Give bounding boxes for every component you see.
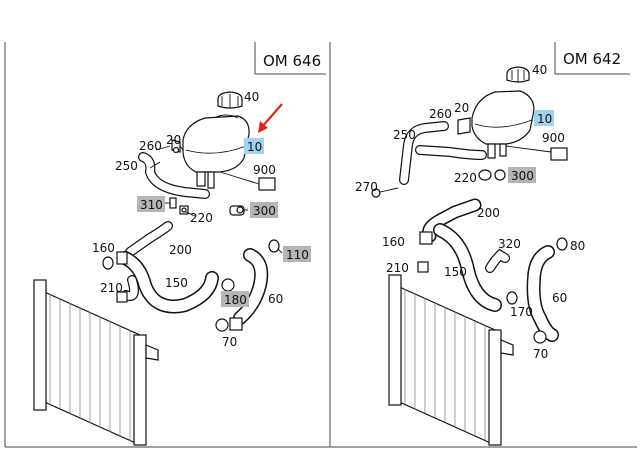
highlight-arrow bbox=[258, 103, 283, 133]
left-engine-label: OM 646 bbox=[263, 52, 321, 70]
right-label-150: 150 bbox=[444, 265, 467, 279]
left-label-200: 200 bbox=[169, 243, 192, 257]
left-part-210-clamp[interactable] bbox=[116, 291, 128, 303]
left-part-150-hose[interactable] bbox=[118, 251, 219, 314]
left-label-40: 40 bbox=[244, 90, 259, 104]
left-callout-10[interactable]: 10 bbox=[244, 138, 264, 154]
right-label-900: 900 bbox=[542, 131, 565, 145]
left-label-60: 60 bbox=[268, 292, 283, 306]
svg-text:10: 10 bbox=[537, 112, 552, 126]
left-label-250: 250 bbox=[115, 159, 138, 173]
right-label-70: 70 bbox=[533, 347, 548, 361]
svg-text:180: 180 bbox=[224, 293, 247, 307]
right-part-220-clip[interactable] bbox=[478, 169, 492, 181]
right-part-250-hose[interactable] bbox=[399, 121, 487, 185]
right-label-60: 60 bbox=[552, 291, 567, 305]
left-callout-180[interactable]: 180 bbox=[221, 291, 249, 307]
left-part-310-bolt[interactable] bbox=[169, 197, 177, 209]
right-part-170-clamp[interactable] bbox=[506, 291, 518, 305]
right-part-70-clamp[interactable] bbox=[533, 330, 547, 344]
left-part-250-hose[interactable] bbox=[138, 152, 210, 199]
right-label-160: 160 bbox=[382, 235, 405, 249]
left-label-160: 160 bbox=[92, 241, 115, 255]
left-callout-300[interactable]: 300 bbox=[250, 202, 278, 218]
left-label-220: 220 bbox=[190, 211, 213, 225]
right-label-200: 200 bbox=[477, 206, 500, 220]
left-label-150: 150 bbox=[165, 276, 188, 290]
right-label-170: 170 bbox=[510, 305, 533, 319]
left-part-10-expansion-tank[interactable] bbox=[171, 114, 250, 189]
right-label-250: 250 bbox=[393, 128, 416, 142]
left-part-70-clamp[interactable] bbox=[215, 317, 243, 332]
svg-text:300: 300 bbox=[253, 204, 276, 218]
right-engine-label-box: OM 642 bbox=[554, 42, 630, 75]
left-label-260: 260 bbox=[139, 139, 162, 153]
right-callout-300[interactable]: 300 bbox=[508, 167, 536, 183]
right-part-270-clip[interactable] bbox=[371, 187, 399, 198]
left-part-220-clip[interactable] bbox=[179, 205, 189, 215]
left-part-900-sensor[interactable] bbox=[219, 171, 276, 191]
left-callout-310[interactable]: 310 bbox=[137, 196, 165, 212]
left-part-180-clamp[interactable] bbox=[221, 278, 235, 292]
right-part-320-pipe[interactable] bbox=[485, 248, 510, 273]
right-callout-10[interactable]: 10 bbox=[534, 110, 554, 126]
left-part-200-hose[interactable] bbox=[125, 221, 173, 257]
left-label-210: 210 bbox=[100, 281, 123, 295]
right-label-320: 320 bbox=[498, 237, 521, 251]
left-part-110-clamp[interactable] bbox=[268, 239, 280, 253]
right-label-80: 80 bbox=[570, 239, 585, 253]
right-part-80-clamp[interactable] bbox=[556, 237, 568, 251]
right-label-20: 20 bbox=[454, 101, 469, 115]
left-radiator bbox=[33, 279, 159, 446]
svg-text:110: 110 bbox=[286, 248, 309, 262]
right-part-300-grommet[interactable] bbox=[494, 169, 506, 181]
right-part-210-clamp[interactable] bbox=[417, 261, 429, 273]
right-label-40: 40 bbox=[532, 63, 547, 77]
left-label-20: 20 bbox=[166, 133, 181, 147]
svg-text:10: 10 bbox=[247, 140, 262, 154]
left-part-60-hose[interactable] bbox=[233, 248, 269, 325]
left-label-900: 900 bbox=[253, 163, 276, 177]
svg-text:310: 310 bbox=[140, 198, 163, 212]
left-label-70: 70 bbox=[222, 335, 237, 349]
right-part-160-clamp[interactable] bbox=[419, 231, 433, 245]
right-part-60-hose[interactable] bbox=[526, 245, 559, 342]
left-leader-lines bbox=[149, 145, 283, 254]
svg-text:300: 300 bbox=[511, 169, 534, 183]
right-part-10-expansion-tank[interactable] bbox=[457, 90, 535, 159]
left-part-300-grommet[interactable] bbox=[229, 205, 245, 216]
right-label-210: 210 bbox=[386, 261, 409, 275]
right-part-150-hose[interactable] bbox=[433, 223, 502, 312]
right-engine-label: OM 642 bbox=[563, 50, 621, 68]
left-part-40-cap[interactable] bbox=[217, 91, 243, 109]
right-label-270: 270 bbox=[355, 180, 378, 194]
right-label-220: 220 bbox=[454, 171, 477, 185]
right-label-260: 260 bbox=[429, 107, 452, 121]
left-callout-110[interactable]: 110 bbox=[283, 246, 311, 262]
left-engine-label-box: OM 646 bbox=[254, 42, 326, 75]
right-part-40-cap[interactable] bbox=[506, 66, 530, 83]
right-radiator bbox=[388, 274, 514, 446]
left-part-160-clamp[interactable] bbox=[102, 251, 128, 270]
right-part-900-sensor[interactable] bbox=[505, 145, 568, 161]
